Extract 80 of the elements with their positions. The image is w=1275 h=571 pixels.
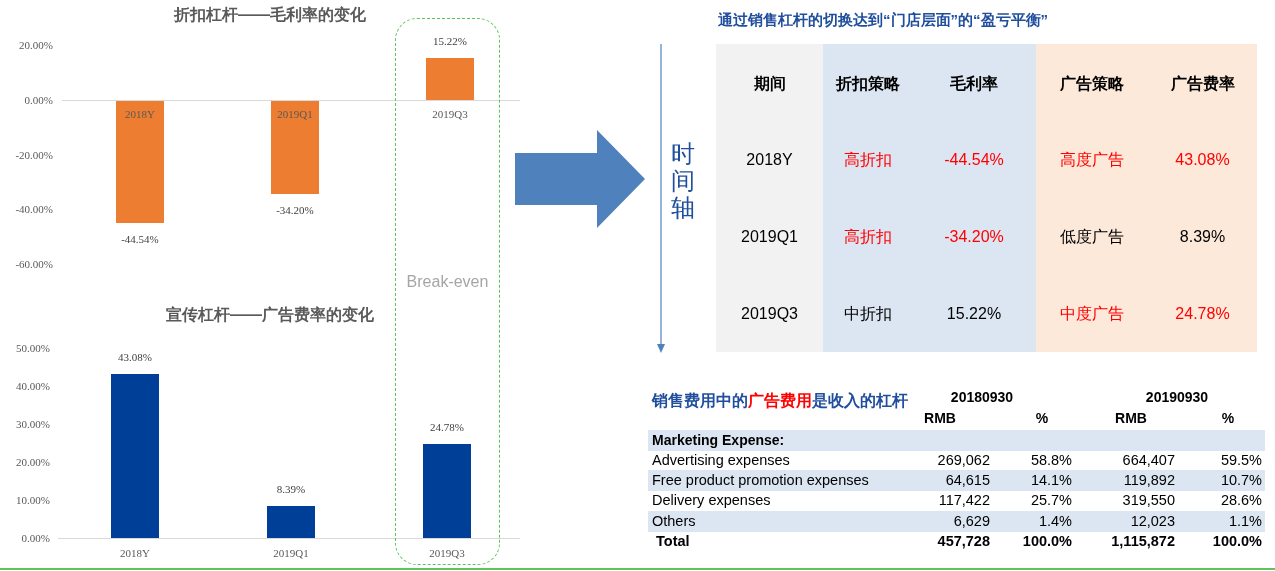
category-label: 2019Q1 xyxy=(273,547,309,559)
column-header: 20180930 xyxy=(950,389,1014,405)
table-cell: 457,728 xyxy=(937,533,990,550)
table-cell: 664,407 xyxy=(1122,452,1175,469)
axis-label: 时间轴 xyxy=(670,139,696,221)
table-cell: 15.22% xyxy=(946,305,1002,323)
category-label: 2019Q3 xyxy=(429,547,465,559)
table-cell: Marketing Expense: xyxy=(652,432,785,449)
table-cell: Total xyxy=(656,533,690,550)
column-header: % xyxy=(1221,410,1235,426)
axis-tick-label: 20.00% xyxy=(16,456,50,468)
value-label: 15.22% xyxy=(433,35,467,48)
chart-title: 宣传杠杆——广告费率的变化 xyxy=(166,304,374,325)
table-cell: 117,422 xyxy=(938,492,990,509)
category-label: 2018Y xyxy=(125,107,155,120)
column-header: 广告策略 xyxy=(1060,73,1124,94)
table-cell: 100.0% xyxy=(1212,533,1262,550)
table-cell: Free product promotion expenses xyxy=(652,472,869,489)
table-cell: Others xyxy=(652,513,696,530)
table-cell: 14.1% xyxy=(1030,472,1072,489)
table-cell: 6,629 xyxy=(953,513,990,530)
table-cell: 64,615 xyxy=(945,472,990,489)
chart-title: 折扣杠杆——毛利率的变化 xyxy=(174,4,366,25)
table-cell: 43.08% xyxy=(1175,151,1230,169)
table-cell: 58.8% xyxy=(1030,452,1072,469)
table-cell: 100.0% xyxy=(1022,533,1072,550)
value-label: -34.20% xyxy=(276,204,314,217)
axis-tick-label: 30.00% xyxy=(16,418,50,430)
axis-tick-label: 0.00% xyxy=(24,93,53,106)
table-cell-text: 中度广告 xyxy=(1060,303,1124,324)
value-label: 43.08% xyxy=(118,351,152,364)
column-header: 期间 xyxy=(753,73,786,94)
column-header: 毛利率 xyxy=(950,73,998,94)
table-cell: -34.20% xyxy=(944,228,1004,246)
table-cell: Delivery expenses xyxy=(652,492,771,509)
axis-tick-label: 0.00% xyxy=(21,532,50,544)
value-label: 8.39% xyxy=(276,483,306,496)
table-cell: 2019Q3 xyxy=(741,305,798,323)
table-cell: 1.4% xyxy=(1038,513,1072,530)
column-header: % xyxy=(1035,410,1049,426)
table-cell: 12,023 xyxy=(1130,513,1175,530)
table-cell: 2019Q1 xyxy=(741,228,798,246)
axis-tick-label: 10.00% xyxy=(16,494,50,506)
table-cell: 28.6% xyxy=(1220,492,1262,509)
column-header: 折扣策略 xyxy=(835,73,900,94)
axis-tick-label: -60.00% xyxy=(15,258,53,270)
column-header: 20190930 xyxy=(1145,389,1209,405)
value-label: -44.54% xyxy=(121,232,159,245)
axis-tick-label: 40.00% xyxy=(16,380,50,392)
axis-tick-label: -40.00% xyxy=(15,203,53,216)
column-header: RMB xyxy=(1115,410,1147,426)
category-label: 2018Y xyxy=(120,547,150,559)
table-cell: 319,550 xyxy=(1122,492,1175,509)
axis-tick-label: 50.00% xyxy=(16,342,50,354)
table-cell: 8.39% xyxy=(1179,228,1226,246)
table-cell: 119,892 xyxy=(1123,472,1175,489)
table-cell-text: 高度广告 xyxy=(1060,149,1124,170)
axis-tick-label: 20.00% xyxy=(19,39,53,51)
column-header: RMB xyxy=(924,410,956,426)
table-cell-text: 高折扣 xyxy=(843,149,892,170)
table-cell: 1,115,872 xyxy=(1111,533,1175,550)
table-cell: 59.5% xyxy=(1220,452,1262,469)
axis-tick-label: -20.00% xyxy=(15,148,53,161)
category-label: 2019Q1 xyxy=(277,107,313,120)
table-cell: -44.54% xyxy=(944,151,1004,169)
table-cell: 10.7% xyxy=(1220,472,1262,489)
table-cell-text: 低度广告 xyxy=(1060,226,1124,247)
category-label: 2019Q3 xyxy=(432,107,468,120)
table-cell: 1.1% xyxy=(1228,513,1262,530)
table-cell: 24.78% xyxy=(1175,305,1230,323)
table-cell-text: 中折扣 xyxy=(843,303,892,324)
table-cell: 269,062 xyxy=(937,452,990,469)
value-label: 24.78% xyxy=(430,420,464,433)
table-cell-text: 高折扣 xyxy=(843,226,892,247)
table-cell: Advertising expenses xyxy=(652,452,790,469)
table-title: 销售费用中的广告费用是收入的杠杆 xyxy=(652,390,908,411)
table-cell: 25.7% xyxy=(1030,492,1072,509)
heading: 通过销售杠杆的切换达到“门店层面”的“盈亏平衡” xyxy=(718,10,1048,30)
table-cell: 2018Y xyxy=(746,151,793,169)
column-header: 广告费率 xyxy=(1170,73,1235,94)
